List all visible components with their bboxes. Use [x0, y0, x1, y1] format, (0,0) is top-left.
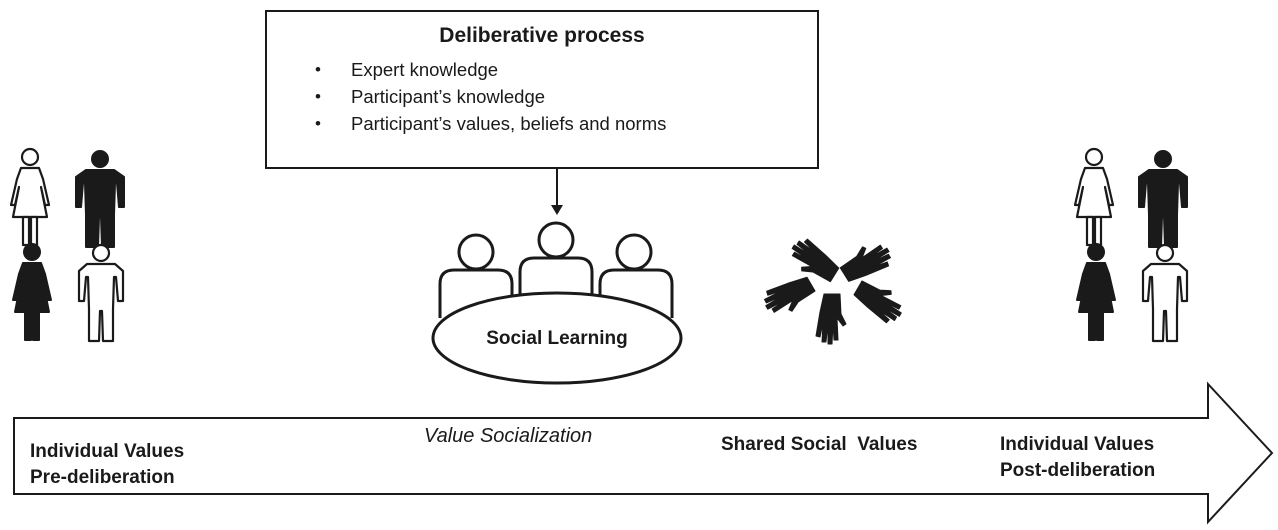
people-group-right-icon	[1073, 147, 1189, 343]
stage-post-deliberation-line2: Post-deliberation	[1000, 460, 1156, 481]
stage-value-socialization: Value Socialization	[424, 425, 593, 447]
stage-pre-deliberation-line2: Pre-deliberation	[30, 467, 175, 488]
people-group-left-icon	[9, 147, 125, 343]
stage-post-deliberation-line1: Individual Values	[1000, 434, 1155, 455]
timeline-arrow	[13, 381, 1274, 525]
process-item-participant-values: Participant’s values, beliefs and norms	[315, 110, 666, 137]
joined-hands-icon	[759, 234, 909, 345]
deliberative-process-box: Deliberative process Expert knowledge Pa…	[265, 10, 819, 169]
stage-pre-deliberation-line1: Individual Values	[30, 441, 185, 462]
process-item-expert: Expert knowledge	[315, 56, 666, 83]
round-table-meeting-icon	[431, 221, 683, 385]
social-learning-label: Social Learning	[486, 328, 628, 349]
stage-shared-social-values: Shared Social Values	[721, 434, 918, 455]
process-item-participant-knowledge: Participant’s knowledge	[315, 83, 666, 110]
process-list: Expert knowledge Participant’s knowledge…	[315, 56, 666, 137]
process-title: Deliberative process	[439, 24, 645, 47]
connector-arrow	[551, 169, 563, 215]
